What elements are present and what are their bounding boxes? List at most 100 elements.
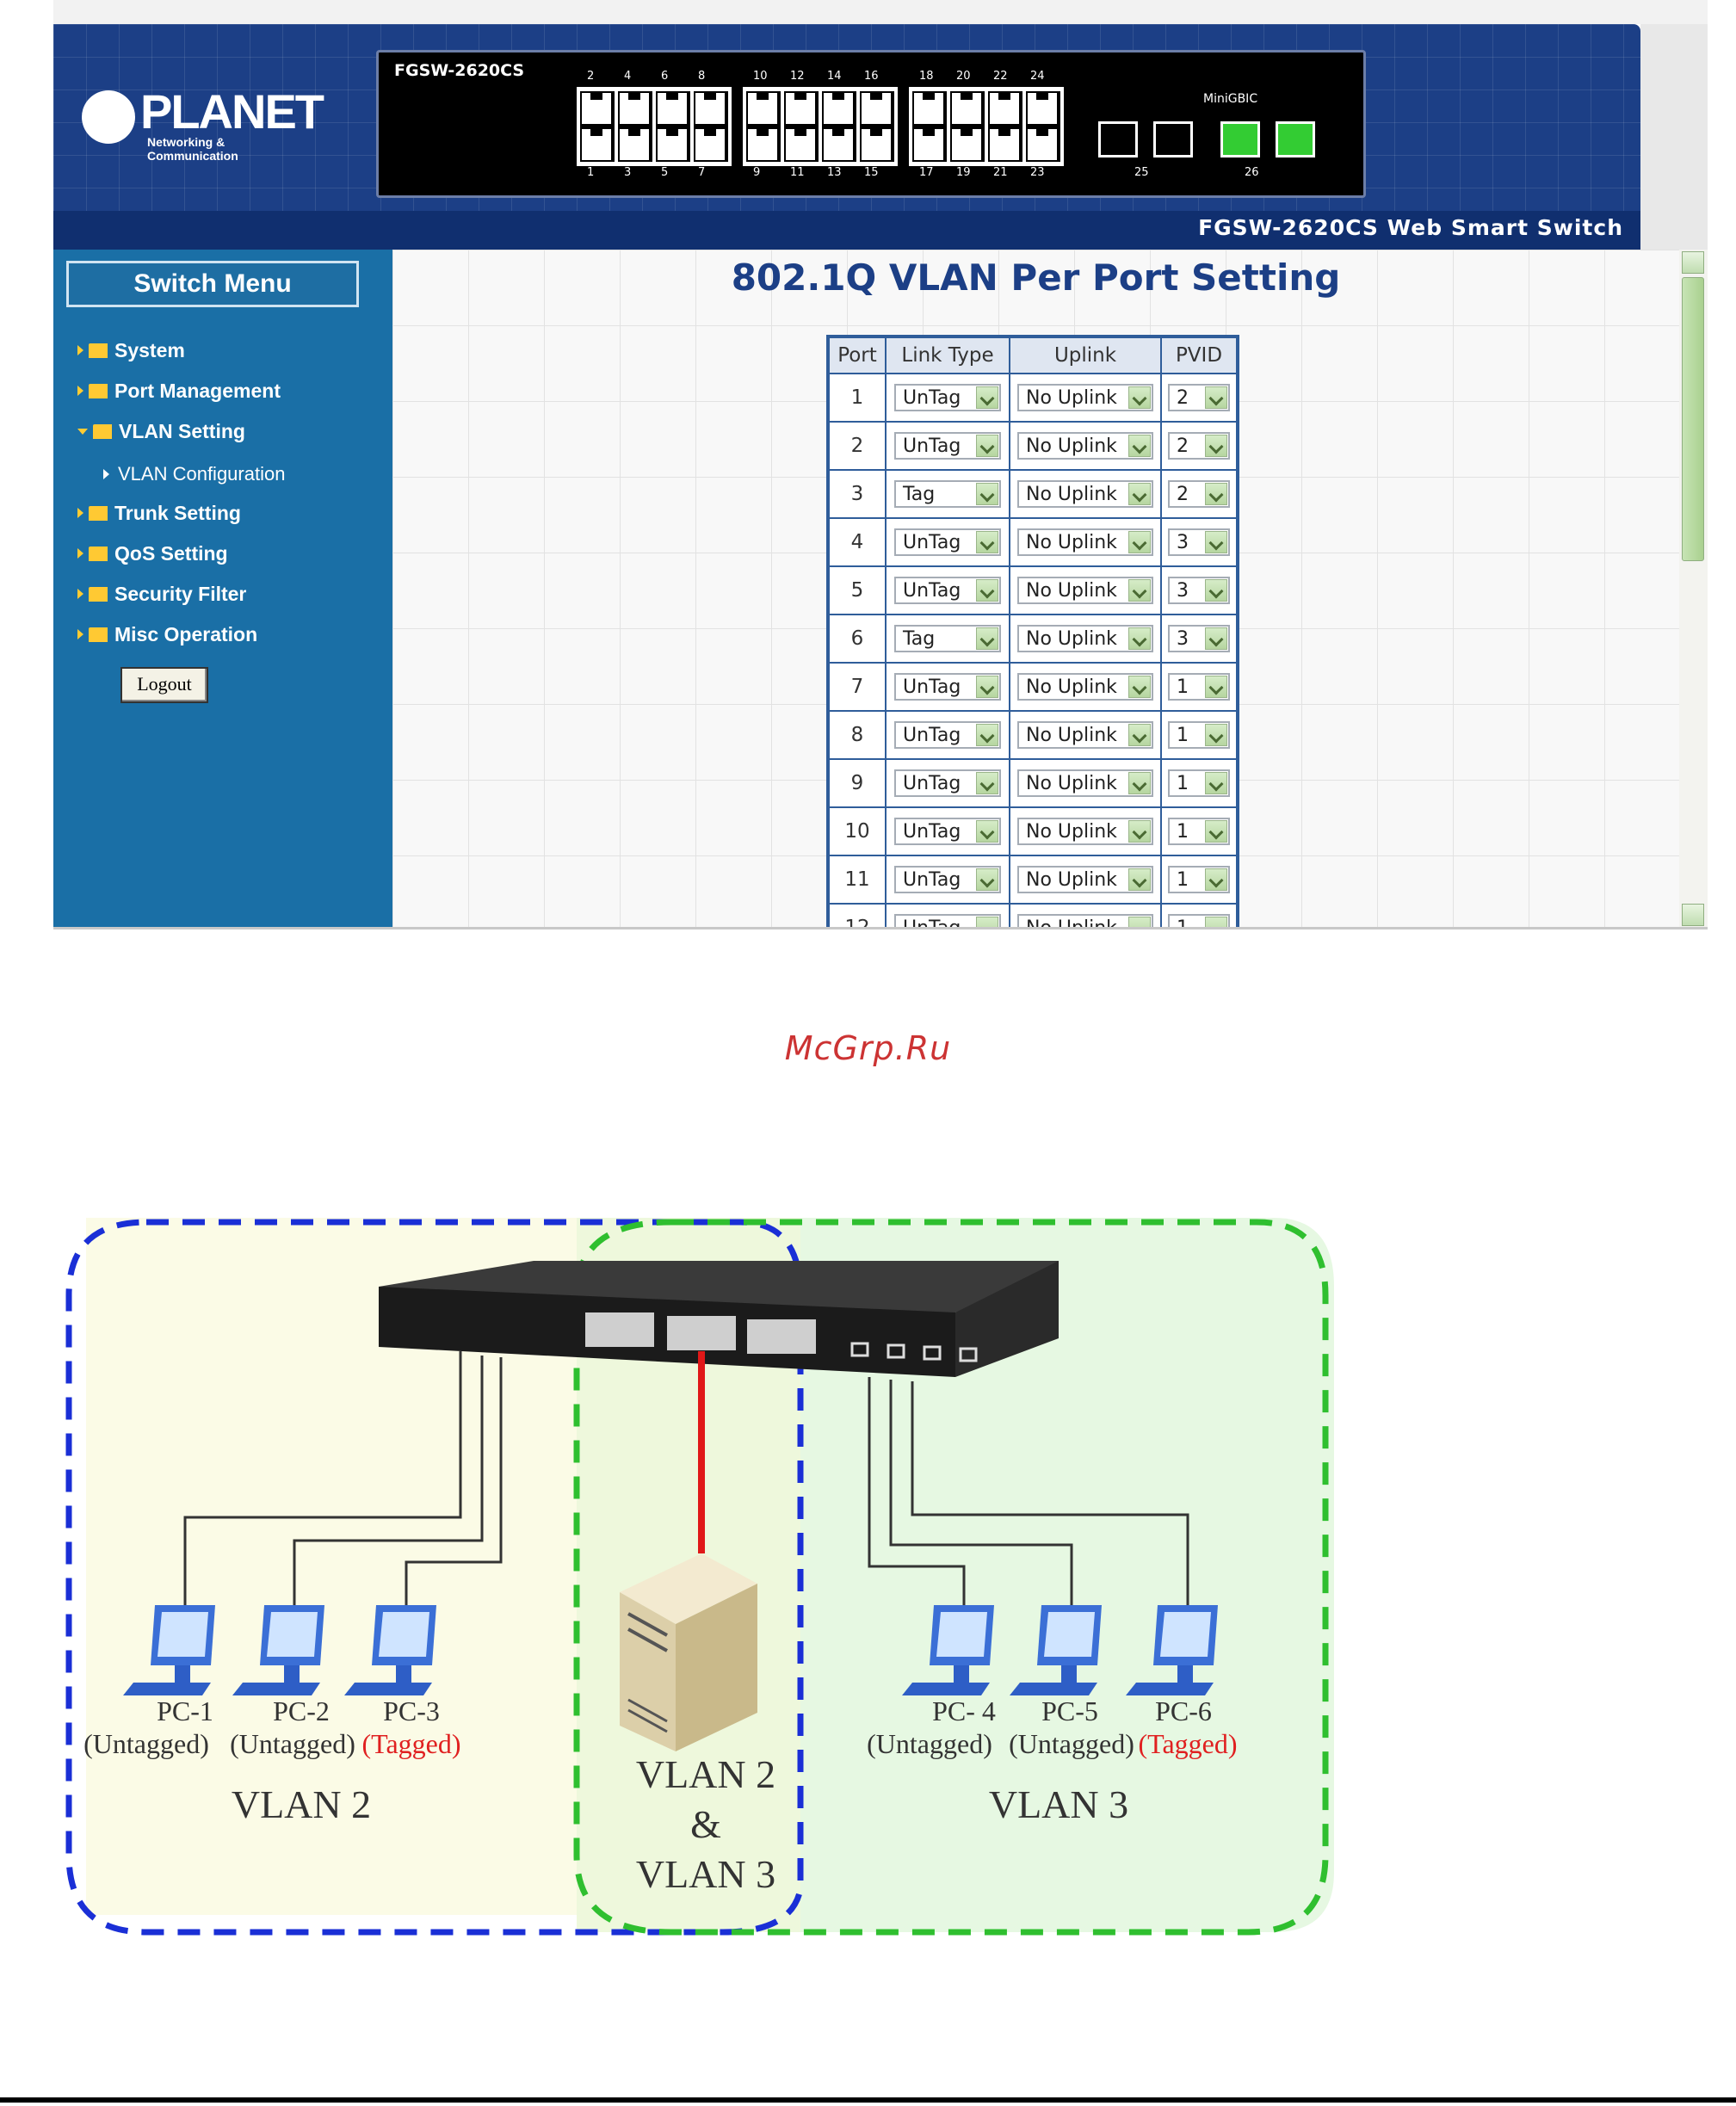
link-type-value: UnTag: [903, 579, 961, 602]
port-cell: 5: [829, 566, 886, 615]
uplink-select[interactable]: No Uplink: [1017, 818, 1153, 845]
menu-item-trunk-setting[interactable]: Trunk Setting: [77, 500, 241, 526]
scroll-up-icon[interactable]: [1682, 251, 1704, 274]
pvid-select[interactable]: 2: [1168, 384, 1230, 411]
menu-item-vlan-setting[interactable]: VLAN Setting: [77, 418, 245, 444]
chevron-down-icon[interactable]: [1205, 435, 1227, 457]
vertical-scrollbar[interactable]: [1679, 250, 1708, 929]
logout-button[interactable]: Logout: [120, 667, 208, 703]
uplink-select[interactable]: No Uplink: [1017, 769, 1153, 797]
pvid-value: 1: [1177, 724, 1189, 746]
link-type-select[interactable]: Tag: [894, 625, 1001, 652]
chevron-down-icon[interactable]: [976, 868, 998, 891]
chevron-down-icon[interactable]: [976, 820, 998, 843]
scroll-down-icon[interactable]: [1682, 904, 1704, 926]
chevron-down-icon[interactable]: [976, 676, 998, 698]
link-type-select[interactable]: Tag: [894, 480, 1001, 508]
uplink-value: No Uplink: [1026, 531, 1117, 553]
link-type-select[interactable]: UnTag: [894, 432, 1001, 460]
pc-icon: [123, 1605, 215, 1695]
chevron-down-icon[interactable]: [976, 531, 998, 553]
chevron-down-icon[interactable]: [1128, 772, 1151, 794]
menu-item-qos-setting[interactable]: QoS Setting: [77, 540, 228, 566]
chevron-down-icon[interactable]: [1128, 579, 1151, 602]
chevron-down-icon[interactable]: [976, 483, 998, 505]
link-type-select[interactable]: UnTag: [894, 818, 1001, 845]
link-type-select[interactable]: UnTag: [894, 721, 1001, 749]
pvid-select[interactable]: 1: [1168, 914, 1230, 929]
pvid-select[interactable]: 1: [1168, 866, 1230, 893]
chevron-down-icon[interactable]: [1205, 627, 1227, 650]
chevron-down-icon[interactable]: [1128, 724, 1151, 746]
pvid-select[interactable]: 2: [1168, 432, 1230, 460]
chevron-down-icon[interactable]: [1128, 820, 1151, 843]
chevron-down-icon[interactable]: [1205, 483, 1227, 505]
pvid-select[interactable]: 3: [1168, 528, 1230, 556]
port-cell: 4: [829, 518, 886, 566]
uplink-select[interactable]: No Uplink: [1017, 384, 1153, 411]
chevron-down-icon[interactable]: [976, 435, 998, 457]
link-type-select[interactable]: UnTag: [894, 914, 1001, 929]
link-type-select[interactable]: UnTag: [894, 384, 1001, 411]
chevron-down-icon[interactable]: [976, 386, 998, 409]
chevron-down-icon[interactable]: [1205, 917, 1227, 929]
uplink-cell: No Uplink: [1010, 422, 1161, 470]
chevron-down-icon[interactable]: [1205, 724, 1227, 746]
uplink-select[interactable]: No Uplink: [1017, 866, 1153, 893]
uplink-select[interactable]: No Uplink: [1017, 721, 1153, 749]
chevron-down-icon[interactable]: [1128, 676, 1151, 698]
uplink-select[interactable]: No Uplink: [1017, 577, 1153, 604]
folder-open-icon: [93, 423, 112, 439]
chevron-down-icon[interactable]: [1128, 868, 1151, 891]
chevron-down-icon[interactable]: [1205, 676, 1227, 698]
pvid-select[interactable]: 2: [1168, 480, 1230, 508]
link-type-select[interactable]: UnTag: [894, 673, 1001, 701]
chevron-down-icon[interactable]: [976, 627, 998, 650]
chevron-down-icon[interactable]: [976, 724, 998, 746]
chevron-down-icon[interactable]: [976, 772, 998, 794]
chevron-down-icon[interactable]: [1128, 483, 1151, 505]
menu-item-system[interactable]: System: [77, 337, 185, 363]
menu-item-misc-operation[interactable]: Misc Operation: [77, 621, 257, 647]
uplink-select[interactable]: No Uplink: [1017, 625, 1153, 652]
menu-item-vlan-configuration[interactable]: VLAN Configuration: [103, 463, 285, 485]
pvid-cell: 2: [1161, 374, 1237, 422]
uplink-select[interactable]: No Uplink: [1017, 528, 1153, 556]
uplink-select[interactable]: No Uplink: [1017, 480, 1153, 508]
expand-arrow-icon: [77, 386, 83, 396]
chevron-down-icon[interactable]: [1205, 772, 1227, 794]
scrollbar-thumb[interactable]: [1682, 277, 1704, 561]
chevron-down-icon[interactable]: [1205, 868, 1227, 891]
pvid-select[interactable]: 1: [1168, 769, 1230, 797]
chevron-down-icon[interactable]: [976, 917, 998, 929]
link-type-select[interactable]: UnTag: [894, 577, 1001, 604]
uplink-select[interactable]: No Uplink: [1017, 432, 1153, 460]
chevron-down-icon[interactable]: [976, 579, 998, 602]
pvid-select[interactable]: 1: [1168, 818, 1230, 845]
chevron-down-icon[interactable]: [1128, 435, 1151, 457]
chevron-down-icon[interactable]: [1128, 627, 1151, 650]
chevron-down-icon[interactable]: [1205, 820, 1227, 843]
pvid-cell: 2: [1161, 422, 1237, 470]
pvid-select[interactable]: 1: [1168, 721, 1230, 749]
chevron-down-icon[interactable]: [1205, 386, 1227, 409]
chevron-down-icon[interactable]: [1128, 917, 1151, 929]
pvid-select[interactable]: 3: [1168, 577, 1230, 604]
pvid-select[interactable]: 3: [1168, 625, 1230, 652]
pvid-cell: 1: [1161, 855, 1237, 904]
chevron-down-icon[interactable]: [1128, 386, 1151, 409]
chevron-down-icon[interactable]: [1128, 531, 1151, 553]
link-type-select[interactable]: UnTag: [894, 769, 1001, 797]
link-type-select[interactable]: UnTag: [894, 528, 1001, 556]
pvid-select[interactable]: 1: [1168, 673, 1230, 701]
chevron-down-icon[interactable]: [1205, 579, 1227, 602]
menu-item-security-filter[interactable]: Security Filter: [77, 581, 246, 607]
menu-item-port-management[interactable]: Port Management: [77, 378, 281, 404]
uplink-select[interactable]: No Uplink: [1017, 673, 1153, 701]
uplink-select[interactable]: No Uplink: [1017, 914, 1153, 929]
link-type-select[interactable]: UnTag: [894, 866, 1001, 893]
chevron-down-icon[interactable]: [1205, 531, 1227, 553]
